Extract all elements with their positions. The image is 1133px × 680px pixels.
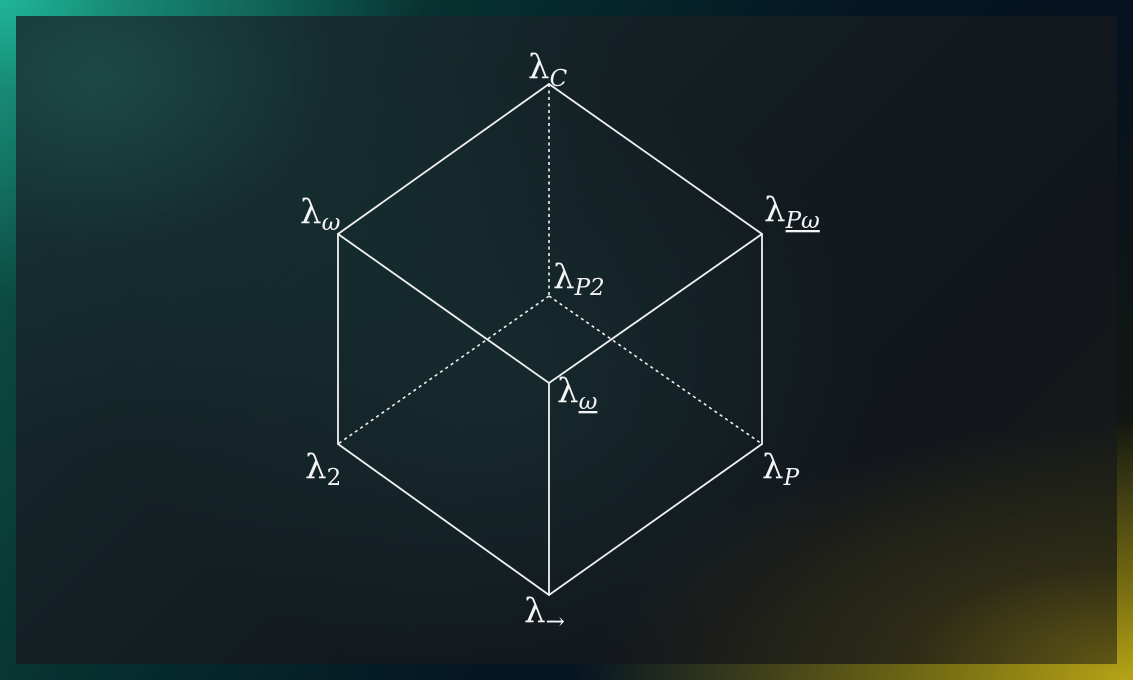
- edge-back-lower-right: [548, 295, 763, 445]
- vertex-label-front-center: λω: [557, 371, 598, 415]
- vertex-label-upper-right: λPω: [764, 190, 820, 234]
- vertex-label-top: λC: [528, 47, 568, 92]
- edge-top-upper-left: [337, 83, 550, 235]
- vertex-label-lower-left: λ2: [305, 447, 341, 491]
- lambda-cube-diagram: λC λω λPω λP2 λω λ2 λP λ→: [300, 47, 820, 635]
- edge-lower-left-bottom: [337, 443, 550, 596]
- edge-back-lower-left: [337, 295, 550, 445]
- cube-hidden-edges: [337, 84, 763, 445]
- edge-top-upper-right: [548, 83, 763, 235]
- edge-upper-right-front: [548, 233, 763, 384]
- cube-solid-edges: [337, 83, 763, 596]
- edge-lower-right-bottom: [548, 443, 763, 596]
- diagram-panel: λC λω λPω λP2 λω λ2 λP λ→: [16, 16, 1117, 664]
- vertex-label-back-center: λP2: [553, 257, 605, 301]
- vertex-label-bottom: λ→: [524, 591, 565, 635]
- edge-upper-left-front: [337, 233, 550, 384]
- vertex-label-upper-left: λω: [300, 192, 341, 236]
- vertex-label-lower-right: λP: [762, 447, 800, 491]
